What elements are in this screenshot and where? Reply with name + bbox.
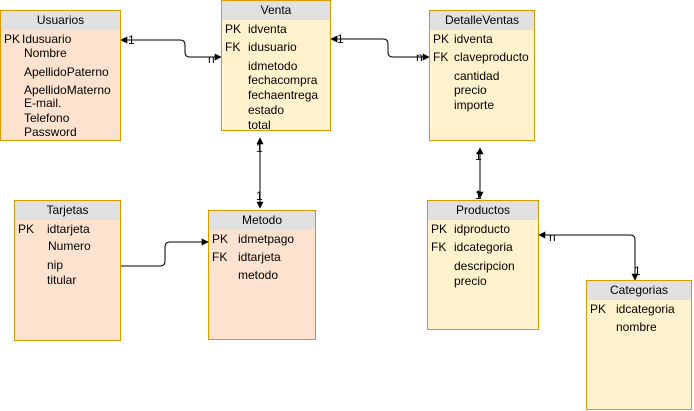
cardinality-productos-to-categorias: n bbox=[549, 230, 556, 244]
field-name: Password bbox=[24, 125, 77, 139]
field-name: ApellidoMaterno bbox=[24, 83, 111, 97]
entity-categorias[interactable]: Categorias PK idcategoria nombre bbox=[586, 280, 692, 410]
field-name: total bbox=[248, 118, 271, 132]
key-label: PK bbox=[4, 32, 21, 46]
field-name: claveproducto bbox=[454, 50, 529, 64]
field-name: Idusuario bbox=[22, 32, 72, 46]
field-name: ApellidoPaterno bbox=[24, 65, 109, 79]
cardinality-detalle-to-productos: 1 bbox=[475, 149, 482, 163]
entity-title: DetalleVentas bbox=[430, 11, 534, 30]
field-name: Nombre bbox=[24, 46, 67, 60]
field-name: descripcion bbox=[454, 259, 515, 273]
key-label: PK bbox=[18, 222, 35, 236]
entity-title: Venta bbox=[222, 1, 330, 20]
field-name: idcategoria bbox=[454, 240, 513, 254]
field-name: idtarjeta bbox=[238, 250, 281, 264]
key-label: PK bbox=[212, 232, 229, 246]
entity-venta[interactable]: Venta PK idventa FK idusuario idmetodo fec… bbox=[221, 0, 331, 132]
field-name: precio bbox=[454, 274, 487, 288]
entity-title: Tarjetas bbox=[15, 201, 120, 220]
entity-title: Usuarios bbox=[1, 11, 120, 30]
entity-title: Productos bbox=[428, 201, 538, 220]
field-name: idventa bbox=[248, 22, 287, 36]
key-label: PK bbox=[431, 222, 448, 236]
field-name: idmetodo bbox=[248, 59, 298, 73]
cardinality-detalleventas: n bbox=[416, 50, 423, 64]
field-name: E-mail. bbox=[24, 96, 62, 110]
link-tarjetas-metodo bbox=[121, 238, 209, 267]
field-name: metodo bbox=[238, 268, 279, 282]
field-name: idproducto bbox=[454, 222, 511, 236]
field-name: idventa bbox=[454, 32, 493, 46]
field-name: cantidad bbox=[454, 69, 500, 83]
key-label: PK bbox=[433, 32, 450, 46]
key-label: PK bbox=[590, 302, 607, 316]
entity-metodo[interactable]: Metodo PK idmetpago FK idtarjeta metodo bbox=[208, 210, 316, 340]
cardinality-venta-to-metodo: 1 bbox=[256, 141, 263, 155]
link-venta-detalleventas bbox=[330, 35, 430, 61]
entity-title: Categorias bbox=[587, 281, 691, 300]
field-name: fechaentrega bbox=[248, 88, 319, 102]
cardinality-venta-from-usuarios: n bbox=[208, 52, 215, 66]
field-name: fechacompra bbox=[248, 73, 318, 87]
field-name: idusuario bbox=[248, 40, 297, 54]
key-label: FK bbox=[433, 50, 449, 64]
field-name: idtarjeta bbox=[47, 222, 90, 236]
cardinality-categorias: 1 bbox=[634, 264, 641, 278]
entity-tarjetas[interactable]: Tarjetas PK idtarjeta Numero nip titular bbox=[14, 200, 121, 341]
field-name: Telefono bbox=[24, 111, 70, 125]
entity-productos[interactable]: Productos PK idproducto FK idcategoria des… bbox=[427, 200, 539, 330]
field-name: idcategoria bbox=[616, 302, 675, 316]
field-name: idmetpago bbox=[238, 232, 295, 246]
field-name: estado bbox=[248, 103, 285, 117]
entity-title: Metodo bbox=[209, 211, 315, 230]
key-label: FK bbox=[212, 250, 228, 264]
field-name: titular bbox=[47, 273, 77, 287]
key-label: FK bbox=[225, 40, 241, 54]
field-name: precio bbox=[454, 83, 487, 97]
field-name: nombre bbox=[616, 320, 657, 334]
field-name: Numero bbox=[48, 239, 91, 253]
key-label: PK bbox=[225, 22, 242, 36]
cardinality-metodo: 1 bbox=[256, 189, 263, 203]
cardinality-productos: 1 bbox=[475, 188, 482, 202]
cardinality-venta-to-detalle: 1 bbox=[337, 32, 344, 46]
link-usuarios-venta bbox=[120, 36, 222, 61]
link-productos-categorias bbox=[538, 231, 639, 281]
field-name: importe bbox=[454, 98, 495, 112]
cardinality-usuarios: 1 bbox=[128, 33, 135, 47]
field-name: nip bbox=[47, 258, 64, 272]
key-label: FK bbox=[431, 240, 447, 254]
